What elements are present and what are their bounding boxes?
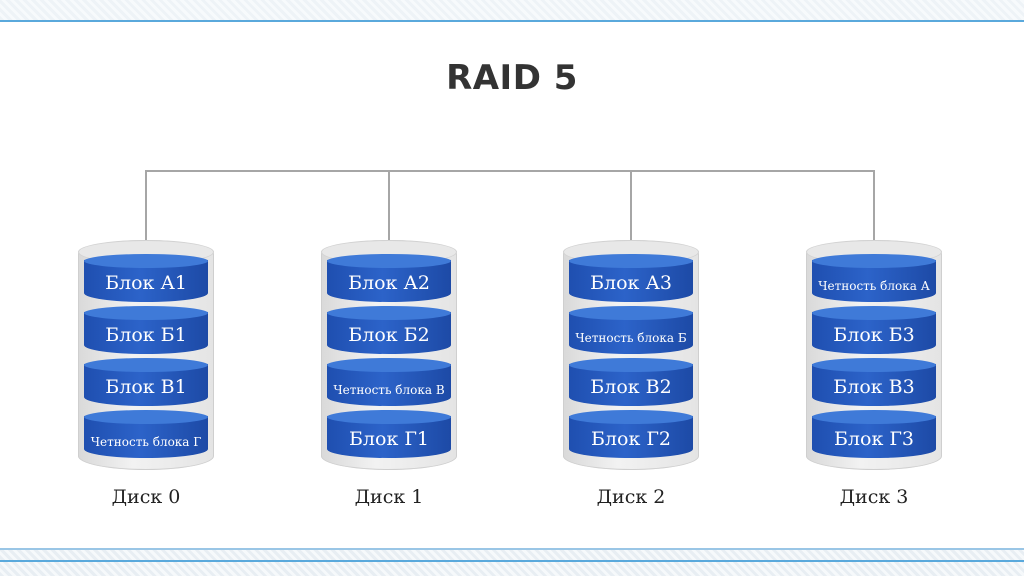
disk-label-0: Диск 0 (111, 486, 181, 508)
block-label: Блок А3 (590, 272, 672, 294)
bottom-border (0, 548, 1024, 576)
block-label: Четность блока Г (90, 435, 202, 449)
block-label: Четность блока А (818, 279, 930, 293)
disk-label-3: Диск 3 (839, 486, 909, 508)
block-label: Блок А2 (348, 272, 430, 294)
block-label: Четность блока В (333, 383, 445, 397)
block-label: Блок Б1 (105, 324, 187, 346)
data-block: Блок В2 (569, 358, 693, 406)
disk-label-2: Диск 2 (596, 486, 666, 508)
connector-disk-0 (145, 170, 147, 246)
connector-disk-2 (630, 170, 632, 246)
parity-block: Четность блока Г (84, 410, 208, 458)
parity-block: Четность блока Б (569, 306, 693, 354)
data-block: Блок Г1 (327, 410, 451, 458)
data-block: Блок Б1 (84, 306, 208, 354)
block-label: Блок В1 (105, 376, 187, 398)
block-label: Блок Б2 (348, 324, 430, 346)
connector-disk-1 (388, 170, 390, 246)
block-label: Блок В2 (590, 376, 672, 398)
block-label: Блок Г1 (348, 428, 430, 450)
data-block: Блок Б3 (812, 306, 936, 354)
data-block: Блок А3 (569, 254, 693, 302)
data-block: Блок Г2 (569, 410, 693, 458)
parity-block: Четность блока А (812, 254, 936, 302)
connector-disk-3 (873, 170, 875, 246)
block-label: Четность блока Б (575, 331, 687, 345)
block-label: Блок Б3 (833, 324, 915, 346)
top-border (0, 0, 1024, 22)
disk-2: Блок А3 Четность блока Б Блок В2 Блок Г2 (563, 240, 699, 470)
disk-0: Блок А1 Блок Б1 Блок В1 Четность блока Г (78, 240, 214, 470)
parity-block: Четность блока В (327, 358, 451, 406)
diagram-title: RAID 5 (446, 58, 578, 98)
block-label: Блок Г2 (590, 428, 672, 450)
block-label: Блок А1 (105, 272, 187, 294)
data-block: Блок Б2 (327, 306, 451, 354)
data-block: Блок Г3 (812, 410, 936, 458)
disk-label-1: Диск 1 (354, 486, 424, 508)
connector-bus (146, 170, 875, 172)
data-block: Блок А2 (327, 254, 451, 302)
disk-1: Блок А2 Блок Б2 Четность блока В Блок Г1 (321, 240, 457, 470)
block-label: Блок Г3 (833, 428, 915, 450)
data-block: Блок В3 (812, 358, 936, 406)
data-block: Блок А1 (84, 254, 208, 302)
disk-3: Четность блока А Блок Б3 Блок В3 Блок Г3 (806, 240, 942, 470)
data-block: Блок В1 (84, 358, 208, 406)
block-label: Блок В3 (833, 376, 915, 398)
